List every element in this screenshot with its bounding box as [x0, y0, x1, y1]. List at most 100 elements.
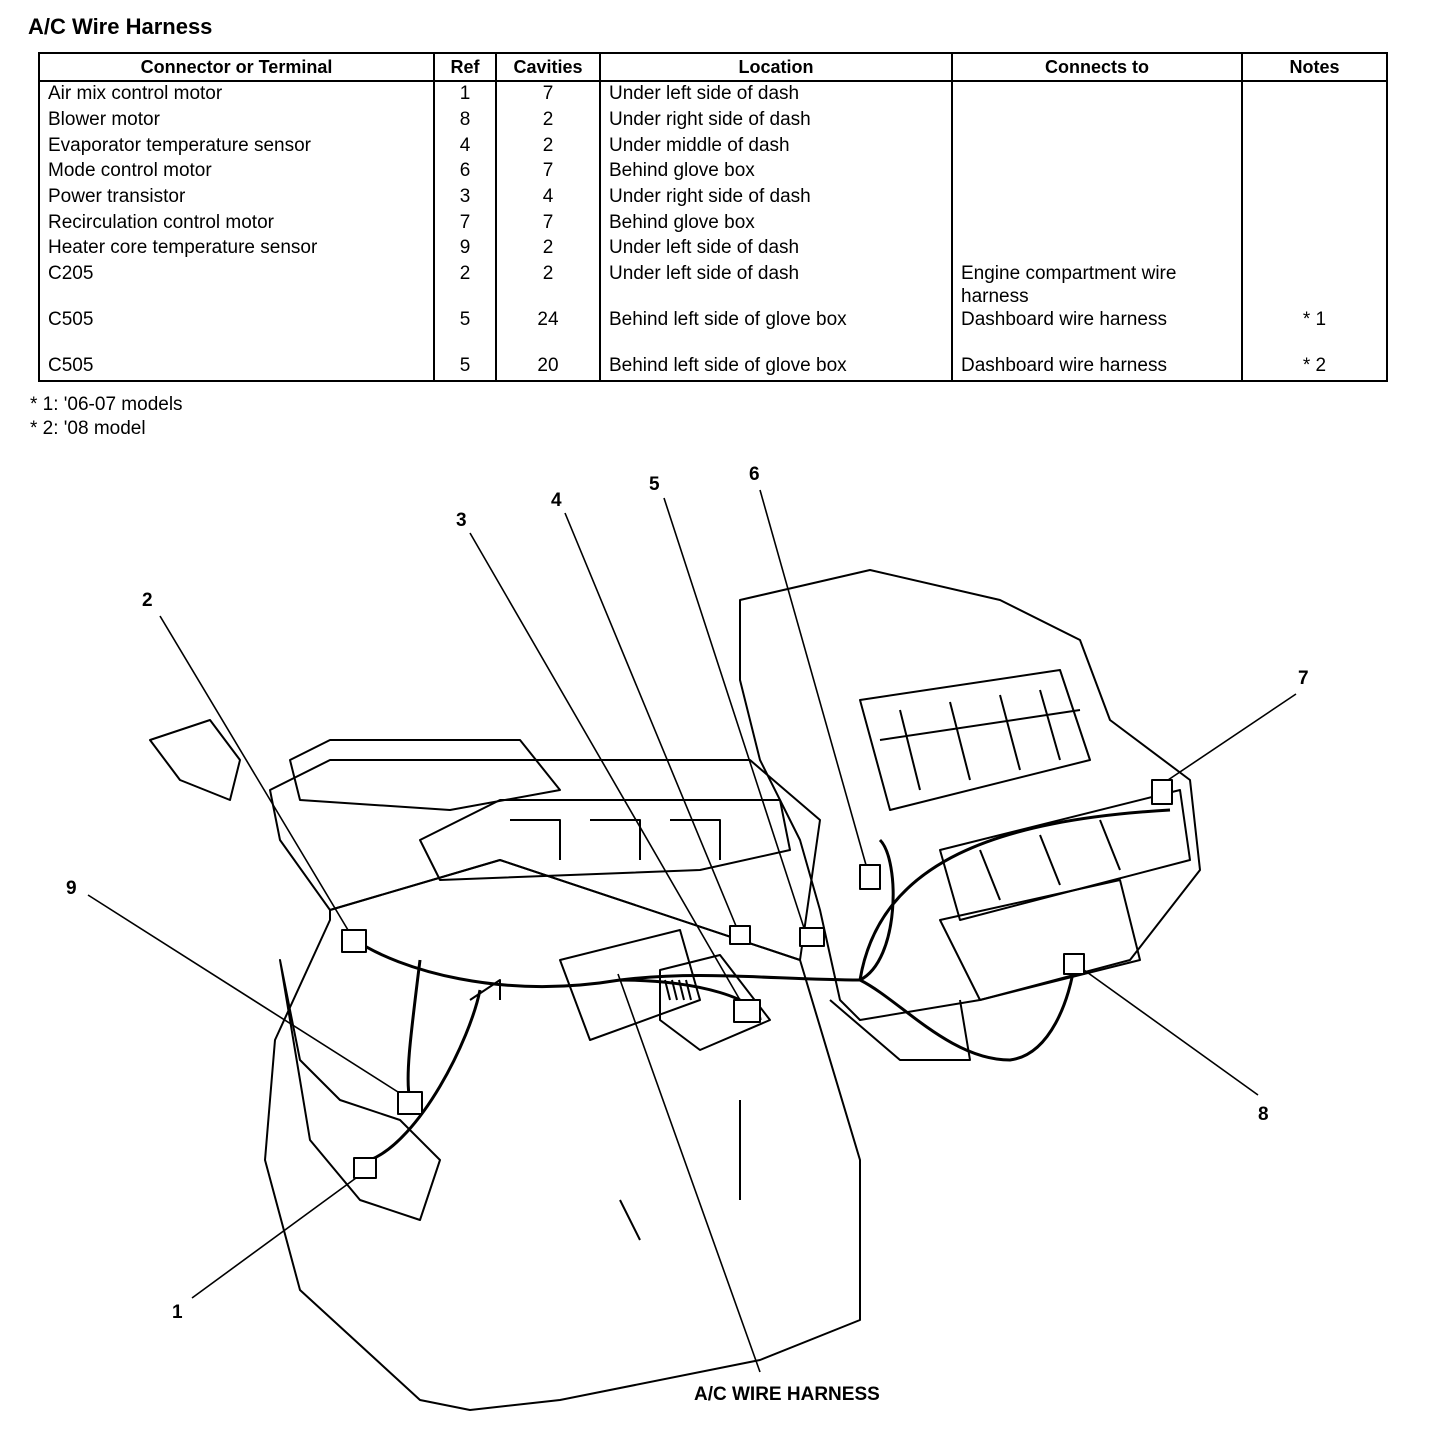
- callout-4: 4: [551, 490, 562, 511]
- col-header-cavities: Cavities: [495, 53, 600, 82]
- connector-8: [1063, 953, 1085, 975]
- cell-connects-to: [951, 107, 1242, 134]
- cell-notes: [1241, 107, 1387, 134]
- connector-1: [353, 1157, 377, 1179]
- cell-location: Under left side of dash: [599, 81, 952, 108]
- leader-line-1: [191, 1177, 357, 1299]
- cell-connector: Mode control motor: [48, 160, 212, 182]
- cell-notes: [1241, 81, 1387, 108]
- cell-notes: [1241, 184, 1387, 211]
- connector-7: [1151, 779, 1173, 805]
- connector-6: [859, 864, 881, 890]
- table-row: Power transistor 3 4 Under right side of…: [39, 184, 1387, 211]
- blower-motor-housing: [939, 879, 1141, 1001]
- table-header-row: Connector or Terminal Ref Cavities Locat…: [39, 53, 1387, 82]
- cell-notes: [1241, 236, 1387, 263]
- cell-connector: C205: [48, 263, 94, 285]
- callout-6: 6: [749, 464, 760, 485]
- callout-5: 5: [649, 474, 660, 495]
- cell-cavities: 7: [495, 81, 600, 108]
- cell-connects-to: [951, 133, 1242, 160]
- table-row: Evaporator temperature sensor 4 2 Under …: [39, 133, 1387, 160]
- cell-location: Under middle of dash: [599, 133, 952, 160]
- cell-ref: 4: [433, 133, 496, 160]
- cell-location: Behind glove box: [599, 159, 952, 185]
- cell-ref: 5: [433, 354, 496, 381]
- cell-cavities: 2: [495, 133, 600, 160]
- connector-4: [729, 925, 751, 945]
- cell-ref: 9: [433, 236, 496, 263]
- col-header-notes: Notes: [1241, 53, 1387, 82]
- blower-unit-side-panel: [939, 789, 1191, 921]
- connector-table: Connector or Terminal Ref Cavities Locat…: [38, 52, 1388, 382]
- ac-wire-harness: [354, 808, 1171, 1162]
- cell-ref: 7: [433, 210, 496, 237]
- cell-connector: C505: [48, 309, 94, 331]
- cell-ref: 3: [433, 184, 496, 211]
- power-transistor: [659, 954, 771, 1051]
- col-header-connects-to: Connects to: [951, 53, 1242, 82]
- cell-cavities: 2: [495, 107, 600, 134]
- hvac-unit-diagram: 2 9 1 3 4 5 6 7 8 A/C WIRE HARNESS: [66, 464, 1309, 1411]
- footnote-2: * 2: '08 model: [30, 418, 146, 439]
- cell-connector: Evaporator temperature sensor: [48, 134, 311, 156]
- cell-cavities: 7: [495, 210, 600, 237]
- blower-unit-body: [739, 569, 1201, 1021]
- heater-unit-duct-top: [289, 739, 561, 811]
- leader-line-7: [1167, 693, 1297, 781]
- blower-unit-grille: [859, 669, 1091, 811]
- heater-unit-duct-left: [149, 719, 241, 801]
- callout-3: 3: [456, 510, 467, 531]
- table-row: C505 5 24 Behind left side of glove box …: [39, 308, 1387, 355]
- heater-unit-left-panel: [279, 959, 441, 1221]
- cell-notes: * 2: [1241, 354, 1387, 381]
- cell-ref: 2: [433, 262, 496, 309]
- cell-cavities: 7: [495, 159, 600, 185]
- cell-notes: [1241, 133, 1387, 160]
- footnote-1: * 1: '06-07 models: [30, 394, 183, 415]
- cell-ref: 6: [433, 159, 496, 185]
- table-row: C505 5 20 Behind left side of glove box …: [39, 354, 1387, 381]
- leader-line-3: [469, 532, 741, 1001]
- cell-connector: Blower motor: [48, 108, 160, 130]
- cell-connector: Heater core temperature sensor: [48, 237, 318, 259]
- cell-connects-to: [951, 184, 1242, 211]
- leader-line-9: [87, 894, 399, 1093]
- cell-location: Under right side of dash: [599, 184, 952, 211]
- table-row: Heater core temperature sensor 9 2 Under…: [39, 236, 1387, 263]
- cell-notes: [1241, 210, 1387, 237]
- heater-unit-top: [269, 759, 821, 961]
- harness-label: A/C WIRE HARNESS: [694, 1384, 880, 1405]
- cell-connects-to: [951, 210, 1242, 237]
- connector-5: [799, 927, 825, 947]
- connector-2: [341, 929, 367, 953]
- table-row: Air mix control motor 1 7 Under left sid…: [39, 81, 1387, 108]
- cell-ref: 5: [433, 308, 496, 355]
- leader-line-harness: [617, 973, 761, 1373]
- cell-cavities: 2: [495, 236, 600, 263]
- cell-location: Behind left side of glove box: [599, 308, 952, 355]
- cell-connects-to: Engine compartment wire harness: [951, 262, 1242, 309]
- cell-connector: Air mix control motor: [48, 83, 223, 104]
- callout-9: 9: [66, 878, 77, 899]
- leader-line-6: [759, 489, 867, 866]
- cell-location: Under left side of dash: [599, 236, 952, 263]
- heater-vent-grille: [419, 799, 791, 881]
- col-header-connector: Connector or Terminal: [39, 53, 434, 82]
- leader-line-4: [564, 512, 737, 927]
- connector-3: [733, 999, 761, 1023]
- page-title: A/C Wire Harness: [28, 14, 213, 39]
- cell-location: Under left side of dash: [599, 262, 952, 309]
- cell-connects-to: Dashboard wire harness: [951, 308, 1242, 355]
- table-row: Recirculation control motor 7 7 Behind g…: [39, 210, 1387, 237]
- cell-cavities: 20: [495, 354, 600, 381]
- callout-2: 2: [142, 590, 153, 611]
- cell-connector: Power transistor: [48, 185, 186, 207]
- cell-cavities: 4: [495, 184, 600, 211]
- connector-9: [397, 1091, 423, 1115]
- cell-ref: 1: [433, 81, 496, 108]
- table-row: Blower motor 8 2 Under right side of das…: [39, 107, 1387, 134]
- cell-ref: 8: [433, 107, 496, 134]
- cell-connects-to: [951, 81, 1242, 108]
- cell-notes: [1241, 159, 1387, 185]
